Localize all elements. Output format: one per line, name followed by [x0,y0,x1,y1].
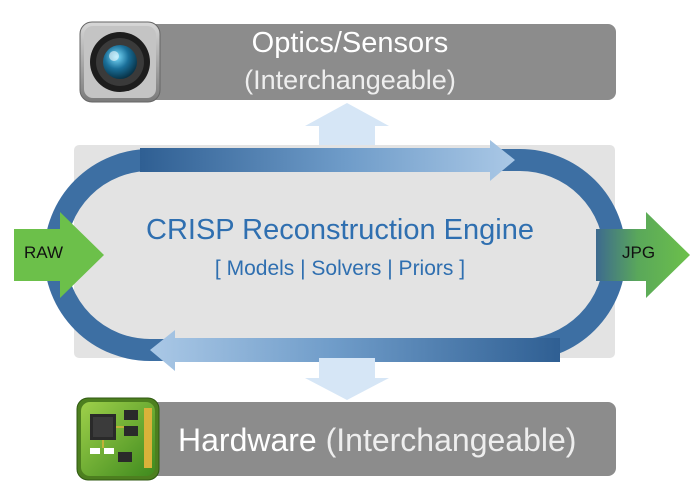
camera-lens-icon [79,21,161,103]
circuit-board-icon [76,397,160,481]
optics-bar [100,24,616,100]
engine-subtitle: [ Models | Solvers | Priors ] [214,257,466,280]
hardware-title: Hardware [178,422,317,458]
down-arrow [305,358,389,400]
raw-input-arrow [14,212,104,298]
hardware-label: Hardware (Interchangeable) [178,421,618,459]
jpg-label: JPG [622,243,656,262]
engine-panel [74,145,615,358]
loop-arrow-bottom [150,330,560,371]
loop-arrow-top [140,140,515,181]
jpg-output-arrow [596,212,690,298]
up-arrow [305,103,389,145]
hardware-subtitle: (Interchangeable) [325,422,577,458]
raw-label: RAW [24,243,64,262]
optics-title: Optics/Sensors [251,27,449,59]
engine-title: CRISP Reconstruction Engine [146,214,534,246]
hardware-bar [100,402,616,476]
optics-subtitle: (Interchangeable) [244,65,456,95]
